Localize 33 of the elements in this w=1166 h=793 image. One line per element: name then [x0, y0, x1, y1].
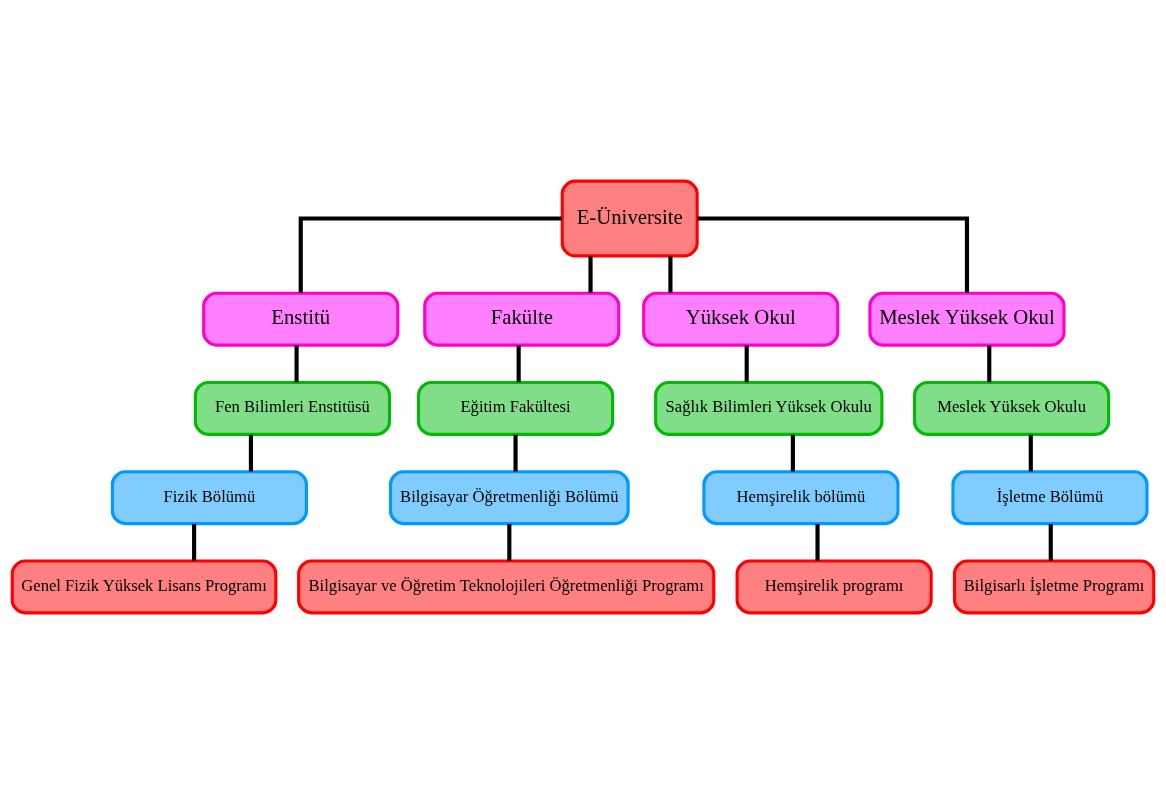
- node-box: Genel Fizik Yüksek Lisans Programı: [10, 558, 278, 614]
- node-box: Meslek Yüksek Okul: [868, 291, 1066, 347]
- node-box: Bilgisayar Öğretmenliği Bölümü: [388, 469, 630, 525]
- connector: [1028, 434, 1033, 472]
- connector: [298, 215, 562, 293]
- node-box: İşletme Bölümü: [951, 469, 1149, 525]
- connector: [790, 434, 795, 472]
- connector: [1048, 523, 1053, 561]
- connector: [987, 344, 992, 382]
- node-box: Fizik Bölümü: [110, 469, 308, 525]
- connector: [697, 215, 970, 293]
- connector: [588, 255, 593, 293]
- node-box: Fakülte: [423, 291, 621, 347]
- node-box: Hemşirelik bölümü: [702, 469, 900, 525]
- node-box: Enstitü: [202, 291, 400, 347]
- connector: [744, 344, 749, 382]
- node-box: Bilgisayar ve Öğretim Teknolojileri Öğretmenliği Programı: [297, 558, 716, 614]
- node-box: Eğitim Fakültesi: [416, 380, 615, 436]
- node-box: Yüksek Okul: [642, 291, 840, 347]
- node-box: E-Üniversite: [560, 179, 699, 257]
- node-box: Meslek Yüksek Okulu: [913, 380, 1111, 436]
- connector: [248, 434, 253, 472]
- connector: [815, 523, 820, 561]
- connector: [294, 344, 299, 382]
- connector: [668, 255, 673, 293]
- node-box: Hemşirelik programı: [735, 558, 933, 614]
- connector: [192, 523, 197, 561]
- connector: [516, 344, 521, 382]
- connector: [513, 434, 518, 472]
- connector: [507, 523, 512, 561]
- node-box: Bilgisarlı İşletme Programı: [952, 558, 1156, 614]
- node-box: Sağlık Bilimleri Yüksek Okulu: [654, 380, 884, 436]
- node-box: Fen Bilimleri Enstitüsü: [193, 380, 391, 436]
